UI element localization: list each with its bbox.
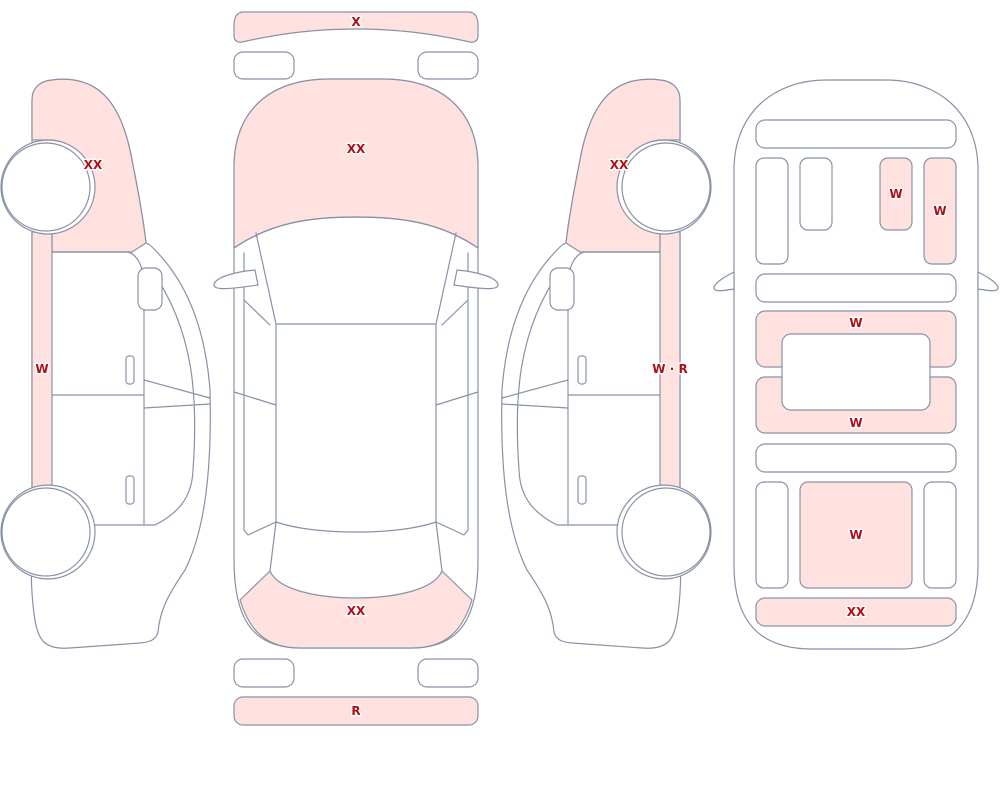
top-left-mirror (213, 269, 259, 290)
label-interior-cargo: W (849, 528, 862, 542)
interior-left-mirror (713, 271, 735, 292)
interior-seat-b-damage (923, 157, 957, 265)
top-front-bumper-damage (233, 11, 479, 43)
top-front-left-light (233, 51, 295, 80)
top-front-right-light (417, 51, 479, 80)
top-right-mirror (453, 269, 499, 290)
right-front-wheel (621, 142, 711, 232)
label-interior-seat-a: W (889, 187, 902, 201)
right-door-lines (501, 251, 661, 526)
interior-view (713, 79, 999, 650)
interior-front-strip (755, 273, 957, 303)
interior-front-console (799, 157, 833, 231)
interior-right-mirror (977, 271, 999, 292)
top-cabin-lines (233, 216, 479, 572)
left-rear-door-handle (125, 475, 135, 505)
top-rear-bumper-damage (233, 696, 479, 726)
left-door-lines (51, 251, 211, 526)
left-mirror (137, 267, 163, 311)
label-top-trunk: XX (347, 604, 366, 618)
interior-seat-a-damage (879, 157, 913, 231)
interior-rear-strip (755, 443, 957, 473)
left-front-wheel (1, 142, 91, 232)
left-front-door-handle (125, 355, 135, 385)
label-left-front-panel: XX (84, 158, 103, 172)
left-rear-wheel (1, 487, 91, 577)
label-interior-rear-strip: XX (847, 605, 866, 619)
right-front-door-handle (577, 355, 587, 385)
interior-center-console (781, 333, 931, 411)
top-rear-left-light (233, 658, 295, 688)
label-left-sill: W (35, 362, 48, 376)
label-top-front-bumper: X (351, 15, 361, 29)
label-interior-rear-mat: W (849, 416, 862, 430)
interior-rear-left-panel (755, 481, 789, 589)
top-view (213, 11, 499, 726)
right-sill-damage (659, 231, 681, 489)
label-interior-seat-b: W (933, 204, 946, 218)
interior-rear-strip-damage (755, 597, 957, 627)
left-side-view (0, 78, 211, 649)
right-rear-door-handle (577, 475, 587, 505)
interior-cargo-damage (799, 481, 913, 589)
top-rear-right-light (417, 658, 479, 688)
right-side-view (501, 78, 712, 649)
top-trunk-damage (239, 570, 473, 649)
interior-rear-right-panel (923, 481, 957, 589)
damage-labels: XX W X XX XX R XX W · R W W W W W XX (34, 14, 948, 720)
right-mirror (549, 267, 575, 311)
interior-dashboard (755, 119, 957, 149)
label-right-front-panel: XX (610, 158, 629, 172)
label-top-rear-bumper: R (351, 704, 360, 718)
label-top-hood: XX (347, 142, 366, 156)
label-right-sill: W · R (652, 362, 687, 376)
label-interior-front-mat: W (849, 316, 862, 330)
right-rear-wheel (621, 487, 711, 577)
left-sill-damage (31, 231, 53, 489)
interior-front-left-panel (755, 157, 789, 265)
